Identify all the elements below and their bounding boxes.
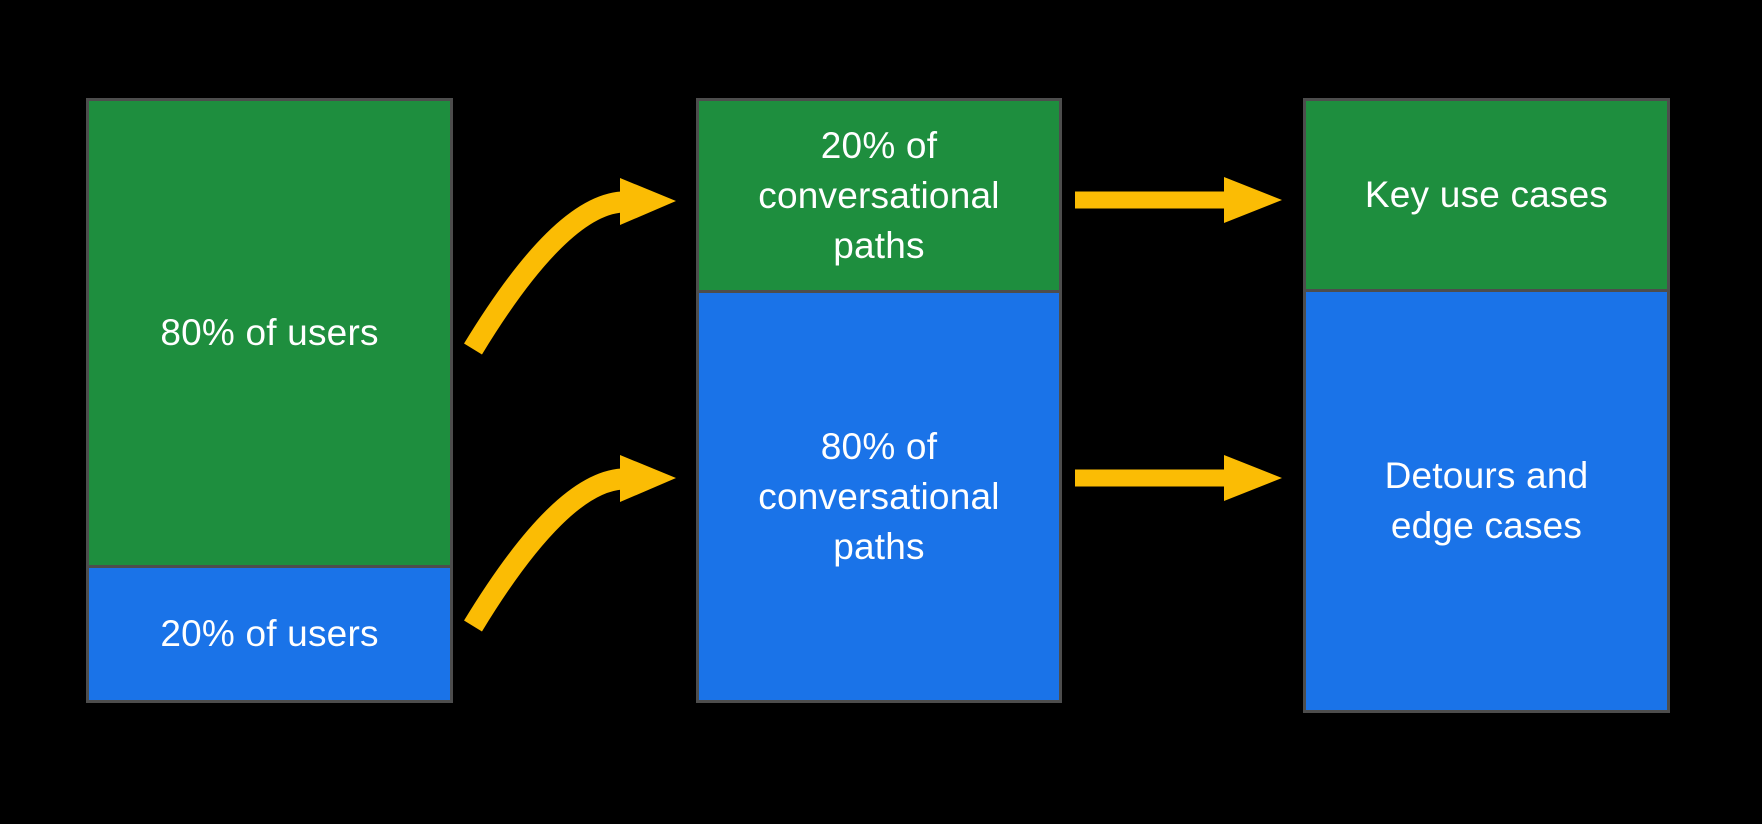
label-line: Key use cases bbox=[1364, 174, 1609, 215]
outcomes-key-label: Key use cases bbox=[1365, 170, 1608, 220]
paths-minority-section: 20% of conversational paths bbox=[699, 101, 1059, 290]
label-line: edge cases bbox=[1390, 505, 1583, 546]
paths-majority-section: 80% of conversational paths bbox=[699, 290, 1059, 700]
users-minority-section: 20% of users bbox=[89, 565, 450, 700]
curved-arrow-icon-top bbox=[464, 178, 676, 355]
straight-arrow-icon-bottom bbox=[1075, 455, 1282, 501]
paths-majority-label: 80% of conversational paths bbox=[758, 422, 999, 572]
straight-arrow-icon-top bbox=[1075, 177, 1282, 223]
users-minority-label: 20% of users bbox=[160, 609, 378, 659]
label-line: paths bbox=[833, 224, 925, 266]
label-line: 80% of bbox=[820, 425, 938, 467]
outcomes-key-section: Key use cases bbox=[1306, 101, 1667, 289]
label-line: conversational bbox=[758, 174, 1000, 216]
label-line: 20% of users bbox=[160, 613, 379, 654]
label-line: paths bbox=[833, 525, 925, 567]
bar-users: 80% of users 20% of users bbox=[86, 98, 453, 703]
label-line: 20% of bbox=[820, 124, 938, 166]
paths-minority-label: 20% of conversational paths bbox=[758, 121, 999, 271]
outcomes-detours-label: Detours and edge cases bbox=[1385, 451, 1589, 551]
label-line: 80% of users bbox=[160, 312, 379, 353]
label-line: Detours and bbox=[1384, 455, 1589, 496]
label-line: conversational bbox=[758, 475, 1000, 517]
bar-outcomes: Key use cases Detours and edge cases bbox=[1303, 98, 1670, 713]
users-majority-label: 80% of users bbox=[160, 308, 378, 358]
outcomes-detours-section: Detours and edge cases bbox=[1306, 289, 1667, 710]
curved-arrow-icon-bottom bbox=[464, 455, 676, 632]
bar-conversational-paths: 20% of conversational paths 80% of conve… bbox=[696, 98, 1062, 703]
users-majority-section: 80% of users bbox=[89, 101, 450, 565]
